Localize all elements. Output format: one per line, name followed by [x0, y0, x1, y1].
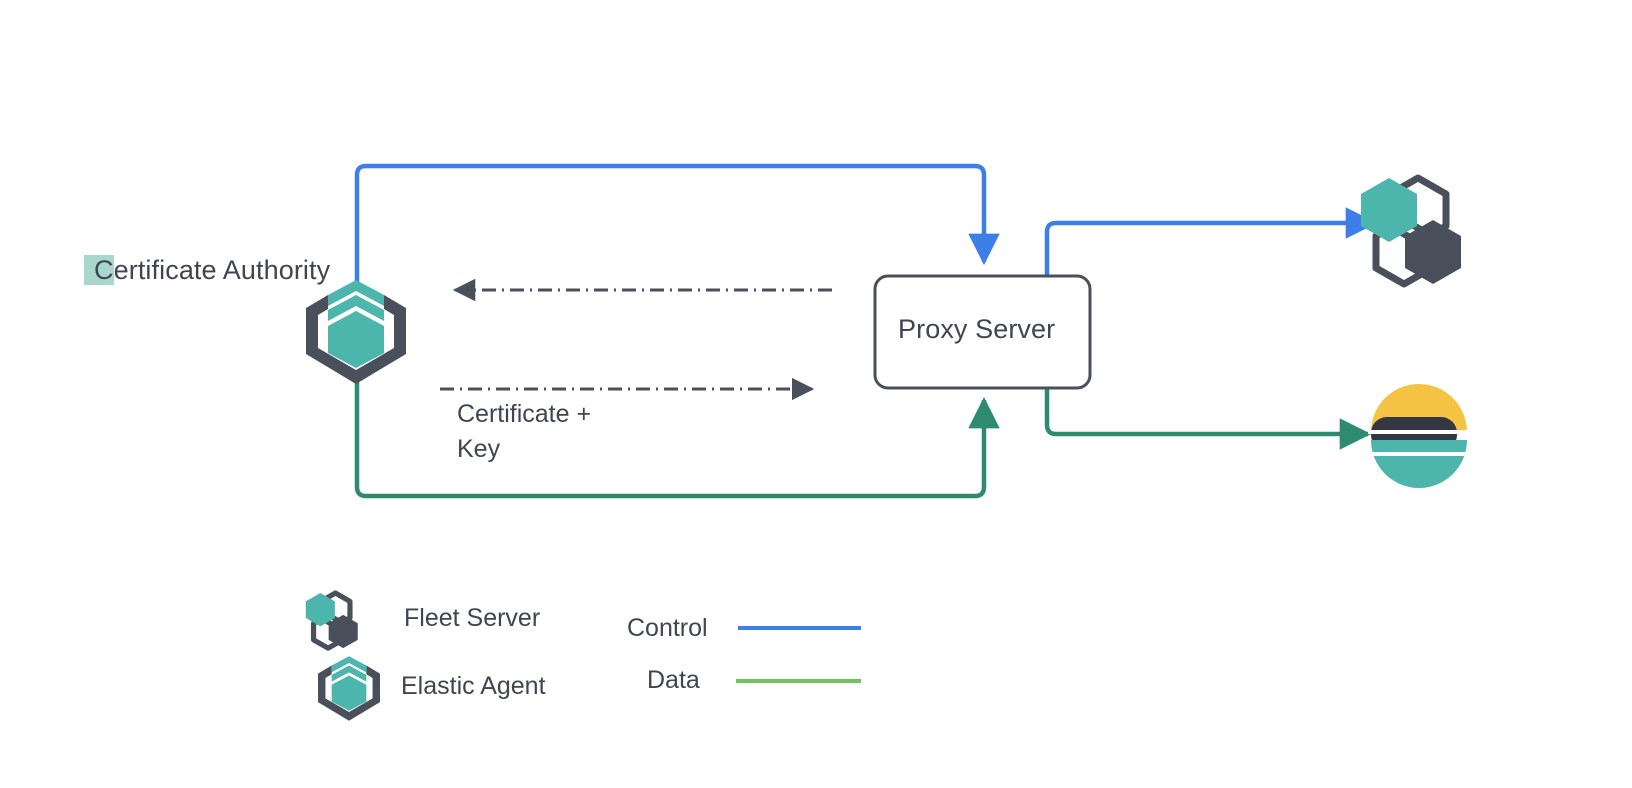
certificate-key-line-2: Key — [457, 435, 501, 463]
certificate-authority-label: Certificate Authority — [94, 255, 330, 286]
edge-proxy-to-elasticsearch-data — [1044, 388, 1372, 450]
elastic-agent-icon — [306, 280, 406, 384]
legend-elastic-agent-label: Elastic Agent — [401, 672, 546, 700]
legend-data-label: Data — [647, 666, 700, 694]
proxy-server-label: Proxy Server — [898, 314, 1056, 344]
legend-fleet-server-label: Fleet Server — [404, 604, 541, 632]
certificate-key-edge-label: Certificate + Key — [457, 397, 591, 467]
legend-control-label: Control — [627, 614, 708, 642]
legend-fleet-server-icon — [305, 590, 358, 651]
edge-agent-to-proxy-data — [354, 372, 1000, 499]
proxy-server-box[interactable] — [873, 274, 1092, 390]
elasticsearch-icon — [1368, 384, 1473, 488]
certificate-key-line-1: Certificate + — [457, 400, 592, 428]
fleet-server-icon — [1361, 174, 1461, 288]
legend-elastic-agent-icon — [318, 656, 380, 721]
certificate-authority-label-rest: ertificate Authority — [113, 255, 331, 285]
certificate-authority-label-selected-char: C — [94, 255, 114, 285]
edge-agent-to-proxy-control — [354, 163, 1000, 290]
edge-proxy-to-fleet-control — [1044, 207, 1378, 276]
